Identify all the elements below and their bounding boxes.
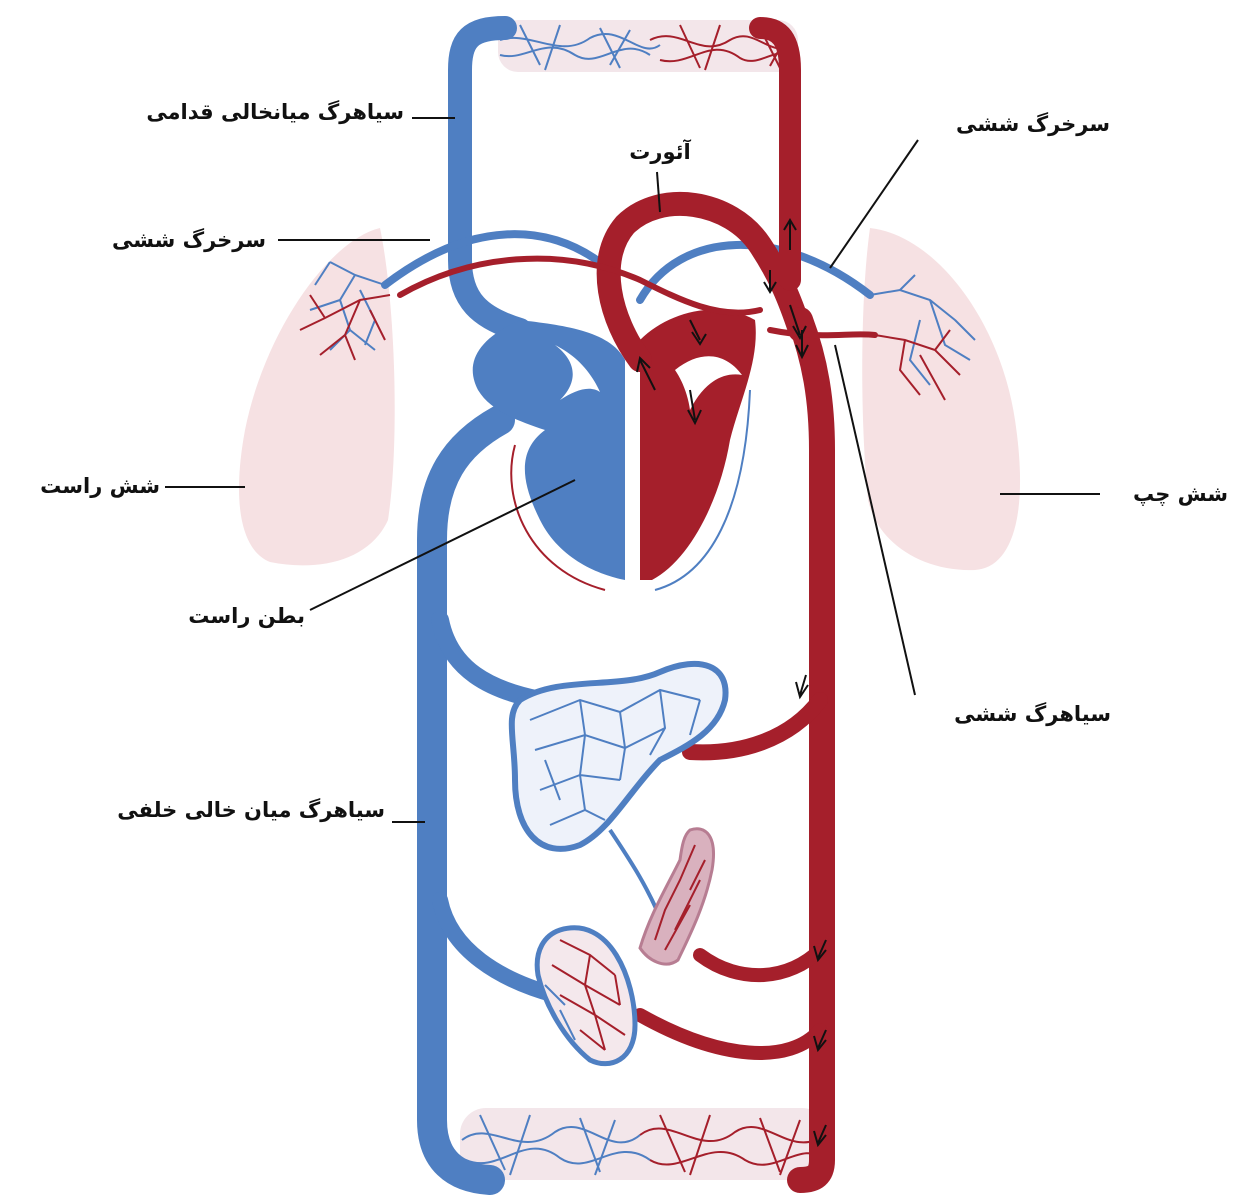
label-right-ventricle: بطن راست bbox=[150, 604, 305, 628]
right-lung-shape bbox=[239, 228, 395, 565]
left-heart-shape bbox=[640, 310, 756, 580]
label-left-lung: شش چپ bbox=[1108, 482, 1228, 506]
label-aorta: آئورت bbox=[620, 140, 700, 164]
label-posterior-vena-cava: سیاهرگ میان خالی خلفی bbox=[50, 798, 385, 822]
kidney-network bbox=[537, 928, 635, 1064]
left-lung-shape bbox=[862, 228, 1020, 570]
label-pulmonary-artery-left-side: سرخرگ ششی bbox=[66, 228, 266, 252]
label-pulmonary-vein: سیاهرگ ششی bbox=[926, 702, 1111, 726]
lower-capillary-bed bbox=[460, 1108, 828, 1180]
label-pulmonary-artery-right-side: سرخرگ ششی bbox=[920, 112, 1110, 136]
label-right-lung: شش راست bbox=[10, 474, 160, 498]
right-heart-shape bbox=[473, 320, 625, 580]
label-anterior-vena-cava: سیاهرگ میانخالی قدامی bbox=[94, 100, 404, 124]
